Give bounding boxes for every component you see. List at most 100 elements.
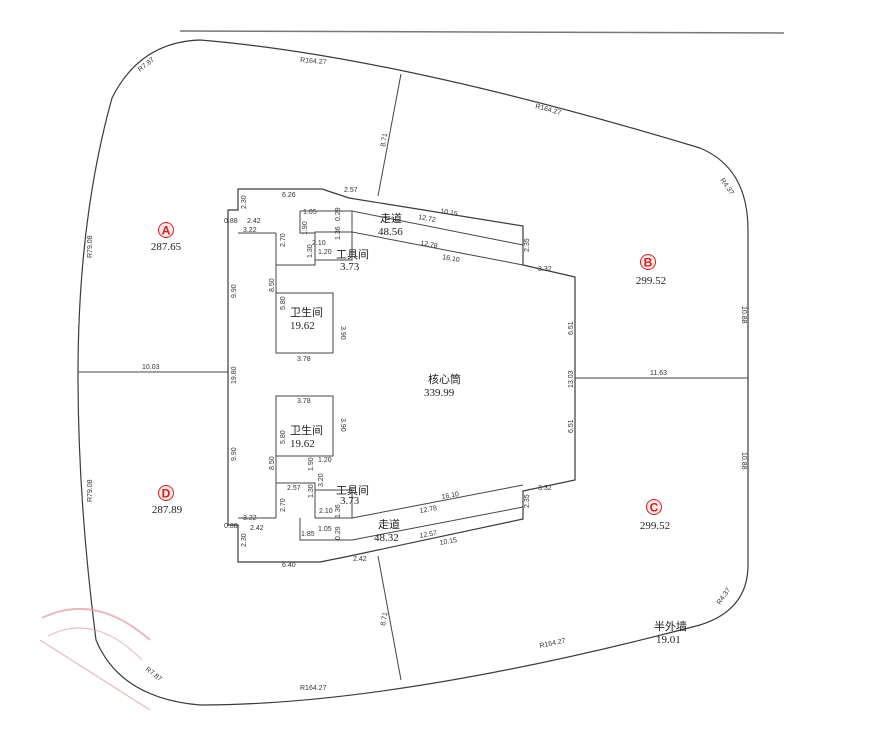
stamp-edge (39, 639, 151, 711)
unit-b-area: 299.52 (636, 275, 666, 287)
dim-b270: 2.70 (280, 498, 287, 512)
tool-room-bottom-outline (314, 489, 353, 519)
unit-b-badge (640, 254, 656, 270)
arc-label-bottom-edge-right: R164.27 (539, 638, 566, 650)
unit-d-area: 287.89 (152, 504, 183, 516)
dim-b185: 1.85 (301, 531, 315, 538)
dim-t270: 2.70 (280, 233, 287, 247)
arc-label-right-top-corner: R4.37 (718, 177, 735, 196)
tool-room-top-label: 工具间 (336, 248, 369, 261)
dim-t257: 2.57 (344, 187, 358, 194)
dim-t390: 3.90 (339, 326, 346, 340)
arc-label-bottom-left-corner: R7.87 (144, 666, 163, 683)
dim-t990: 9.90 (231, 284, 238, 298)
unit-d-letter: D (162, 487, 171, 501)
scan-edge-line (179, 30, 785, 34)
unit-d: D 287.89 (152, 485, 183, 516)
half-outer-wall-area: 19.01 (656, 634, 681, 646)
dim-b390: 3.90 (339, 418, 346, 432)
arc-label-top-left-corner: R7.87 (137, 56, 156, 73)
dim-b120: 1.20 (318, 457, 332, 464)
dim-b105: 1.05 (318, 526, 332, 533)
dim-b850: 8.50 (269, 456, 276, 470)
dim-b136: 1.36 (335, 504, 342, 518)
unit-a-letter: A (162, 224, 171, 238)
dim-b580: 5.80 (280, 430, 287, 444)
restroom-top-label: 卫生间 (290, 305, 323, 319)
dim-b990: 9.90 (231, 447, 238, 461)
stamp-arc-outer (41, 607, 151, 641)
restroom-top-area: 19.62 (290, 320, 315, 332)
unit-c: C 299.52 (640, 499, 670, 532)
tool-room-top-walls (275, 233, 316, 293)
dim-t230: 2.30 (241, 195, 248, 209)
dim-t651a: 6.51 (568, 321, 575, 335)
dim-right-bottom: 10.88 (740, 452, 747, 470)
dim-div-top: 8.71 (380, 133, 389, 148)
dim-div-left: 10.03 (142, 364, 160, 371)
dim-b210: 2.10 (319, 508, 333, 515)
dim-b1257: 12.57 (419, 530, 438, 540)
corridor-bottom-area: 48.32 (374, 532, 399, 544)
dim-t1278: 12.78 (420, 240, 439, 250)
unit-c-letter: C (650, 501, 659, 515)
core-label: 核心筒 (428, 372, 461, 386)
dim-b242b: 2.42 (250, 525, 264, 532)
dim-t1015: 10.15 (440, 208, 459, 218)
dim-b320: 3.20 (318, 473, 325, 487)
dim-b257: 2.57 (287, 485, 301, 492)
division-line-top (377, 73, 402, 197)
dim-t1610: 16.10 (442, 254, 461, 264)
dim-b230: 2.30 (241, 533, 248, 547)
corridor-top-label: 走道 (380, 211, 402, 225)
dim-t626: 6.26 (282, 192, 296, 199)
unit-a-badge (158, 222, 174, 238)
dim-t1272: 12.72 (418, 214, 437, 224)
unit-d-badge (158, 485, 174, 501)
official-stamp (39, 607, 151, 711)
dim-b235: 2.35 (524, 494, 531, 508)
dim-b1015: 10.15 (439, 537, 458, 547)
half-outer-wall-label: 半外墙 (654, 619, 687, 633)
tool-room-bottom-area: 3.73 (340, 495, 360, 507)
corridor-top-area: 48.56 (378, 226, 403, 238)
tool-room-bottom-label: 工具间 (336, 484, 369, 497)
restroom-bottom-area: 19.62 (290, 438, 315, 450)
arc-label-left-edge-bottom: R79.08 (87, 479, 94, 502)
stamp-arc-inner (47, 627, 143, 661)
core-outline (227, 188, 576, 563)
arc-label-bottom-edge-left: R164.27 (300, 685, 327, 692)
dim-div-right: 11.63 (650, 370, 667, 377)
corridor-bottom-label: 走道 (378, 517, 400, 531)
arc-label-top-edge-left: R164.27 (300, 57, 327, 66)
dim-div-bottom: 8.71 (380, 612, 389, 627)
dim-t130: 1.30 (307, 244, 314, 258)
unit-c-badge (646, 499, 662, 515)
arc-label-left-edge-top: R79.08 (87, 235, 94, 258)
dim-b088: 0.88 (224, 523, 238, 530)
dim-t088: 0.88 (224, 218, 238, 225)
dim-t1303: 13.03 (568, 370, 575, 388)
dim-t210: 2.10 (312, 240, 326, 247)
corridor-top-walls (299, 210, 524, 266)
dim-b640: 6.40 (282, 562, 296, 569)
dim-t029: 0.29 (335, 207, 342, 221)
tool-room-top-area: 3.73 (340, 261, 360, 273)
dim-b332: 3.32 (538, 485, 552, 492)
unit-c-area: 299.52 (640, 520, 670, 532)
dim-t242: 2.42 (247, 218, 261, 225)
corridor-bottom-walls (299, 484, 524, 541)
unit-b-letter: B (644, 256, 653, 270)
tool-room-top-outline (314, 231, 353, 261)
dim-b378: 3.78 (297, 398, 311, 405)
dim-right-top: 10.88 (740, 306, 747, 324)
building-outline (77, 39, 749, 706)
dim-t105: 1.05 (303, 209, 317, 216)
dim-b1610: 16.10 (441, 491, 460, 501)
unit-a-area: 287.65 (151, 241, 182, 253)
dim-b322: 3.22 (243, 515, 257, 522)
dim-b190: 1.90 (308, 457, 315, 471)
dim-t120: 1.20 (318, 249, 332, 256)
restroom-bottom-outline (275, 395, 334, 457)
